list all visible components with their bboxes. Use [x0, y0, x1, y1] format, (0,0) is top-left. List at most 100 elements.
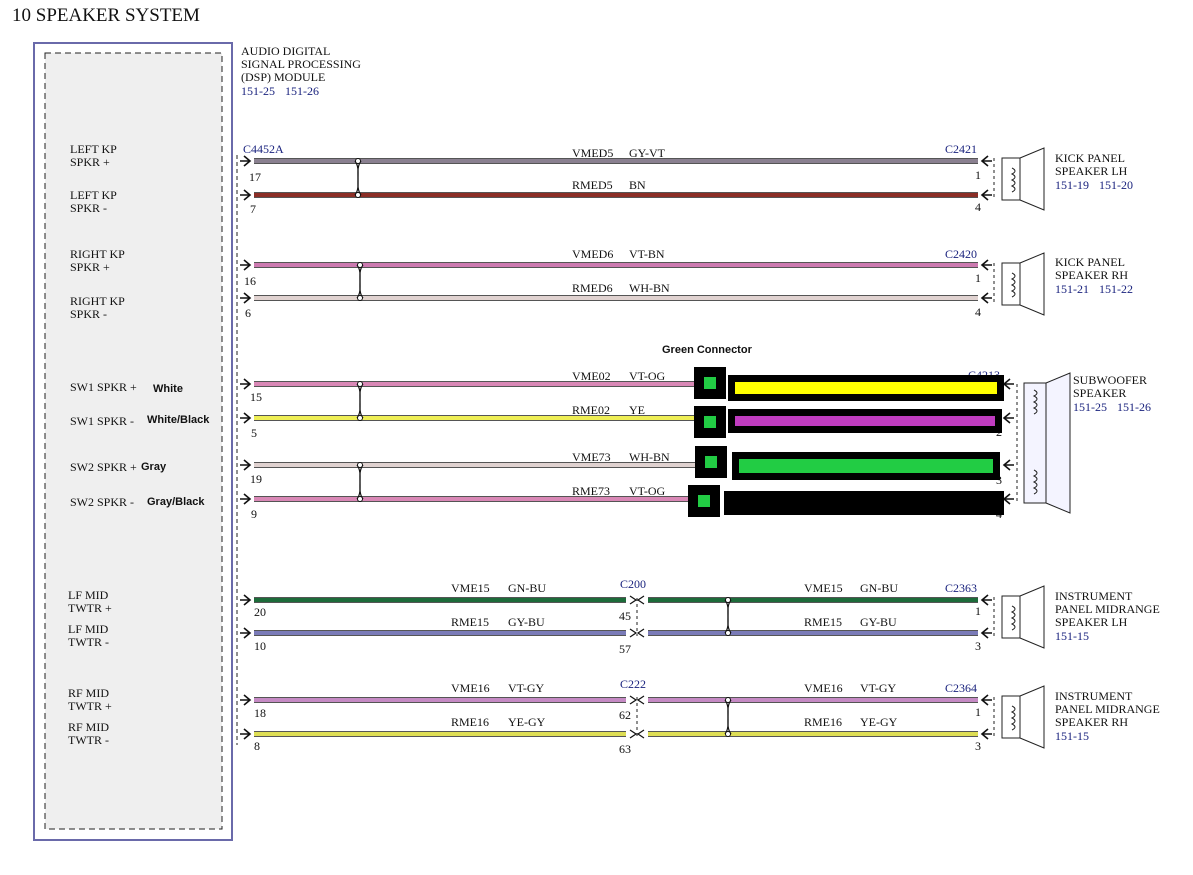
pin-label: LF MID	[68, 588, 109, 602]
speaker-ref: 151-15	[1055, 629, 1089, 643]
connector-id: C200	[620, 577, 646, 591]
circuit-id: VMED6	[572, 247, 613, 261]
speaker-ref: 151-22	[1099, 282, 1133, 296]
speaker-label: SPEAKER RH	[1055, 268, 1128, 282]
module-line-1: AUDIO DIGITAL	[241, 44, 330, 58]
inline-arrow	[629, 595, 638, 605]
instrument-panel-midrange-rh-speaker-icon	[1001, 685, 1045, 749]
speaker-connector-lines	[993, 158, 1018, 736]
pin-label: TWTR +	[68, 699, 112, 713]
pin-number: 20	[254, 605, 266, 619]
overlay-bar-frame	[724, 491, 1004, 515]
inline-arrow	[636, 628, 645, 638]
far-pin-number: 1	[975, 604, 981, 618]
far-pin-number: 1	[975, 168, 981, 182]
wire-color-code: YE	[629, 403, 645, 417]
pin-label: LEFT KP	[70, 142, 117, 156]
overlay-bar-fill	[735, 382, 997, 394]
green-pin-square	[698, 495, 710, 507]
pin-label: SW2 SPKR +	[70, 460, 137, 474]
twisted-pair-mark	[724, 599, 732, 634]
wire-color-code: VT-GY	[860, 681, 897, 695]
speaker-arrow	[980, 594, 992, 606]
pin-label: RF MID	[68, 686, 109, 700]
wire-color-code: GY-BU	[508, 615, 545, 629]
connector-id: C2420	[945, 247, 977, 261]
wire-color-code: VT-GY	[508, 681, 545, 695]
speaker-arrow	[980, 627, 992, 639]
circuit-id: VMED5	[572, 146, 613, 160]
pin-arrow	[240, 412, 252, 424]
wire-color-code: VT-BN	[629, 247, 665, 261]
twisted-pair-mark-dot	[357, 381, 363, 387]
kick-panel-rh-speaker-icon	[1001, 252, 1045, 316]
speaker-label: SUBWOOFER	[1073, 373, 1147, 387]
twisted-pair-mark-dot	[355, 192, 361, 198]
overlay-bar-fill	[739, 459, 993, 473]
speaker-label: SPEAKER LH	[1055, 164, 1128, 178]
far-pin-number: 4	[975, 200, 981, 214]
overlay-bar-fill	[735, 416, 995, 426]
green-pin-square	[704, 377, 716, 389]
pin-arrow	[240, 378, 252, 390]
pin-label: TWTR +	[68, 601, 112, 615]
speaker-arrow	[980, 694, 992, 706]
pin-label: LEFT KP	[70, 188, 117, 202]
wire-color-code: YE-GY	[860, 715, 898, 729]
speaker-label: SPEAKER LH	[1055, 615, 1128, 629]
pin-label: RF MID	[68, 720, 109, 734]
wire-color-code: GY-VT	[629, 146, 666, 160]
kick-panel-lh-speaker-icon	[1001, 147, 1045, 211]
pin-label: RIGHT KP	[70, 294, 125, 308]
speaker-arrow	[980, 155, 992, 167]
speaker-ref: 151-25	[1073, 400, 1107, 414]
far-pin-number: 4	[975, 305, 981, 319]
pin-note: Gray	[141, 461, 167, 473]
speaker-arrow	[980, 259, 992, 271]
wire-color-code: GN-BU	[860, 581, 898, 595]
far-pin-number: 3	[975, 739, 981, 753]
dsp-module-inner	[44, 52, 223, 830]
pin-number: 9	[251, 507, 257, 521]
speaker-arrow	[1002, 378, 1014, 390]
pin-number: 16	[244, 274, 256, 288]
module-ref-1: 151-25	[241, 84, 275, 98]
pin-label: TWTR -	[68, 635, 109, 649]
wire-color-code: GN-BU	[508, 581, 546, 595]
inline-arrow	[636, 729, 645, 739]
pin-arrow	[240, 728, 252, 740]
speaker-ref: 151-20	[1099, 178, 1133, 192]
mid-pin-number: 63	[619, 742, 631, 756]
circuit-id: VME16	[451, 681, 490, 695]
pin-number: 8	[254, 739, 260, 753]
circuit-id: VME02	[572, 369, 611, 383]
speaker-ref: 151-15	[1055, 729, 1089, 743]
inline-arrow	[629, 729, 638, 739]
pin-label: SPKR +	[70, 155, 110, 169]
subwoofer-speaker-icon	[1023, 372, 1071, 514]
pin-label: SW1 SPKR +	[70, 380, 137, 394]
wire-color-code: WH-BN	[629, 450, 670, 464]
module-line-3: (DSP) MODULE	[241, 70, 325, 84]
wire-color-code: VT-OG	[629, 484, 666, 498]
green-connector-overlay: Green Connector	[662, 344, 1004, 517]
circuit-id: RME02	[572, 403, 610, 417]
pin-arrow	[240, 493, 252, 505]
speaker-labels: KICK PANEL SPEAKER LH 151-19 151-20 KICK…	[1055, 151, 1160, 743]
pin-arrow	[240, 292, 252, 304]
inline-connectors: C200 C222	[620, 577, 646, 736]
green-connector-label: Green Connector	[662, 344, 753, 356]
speaker-label: INSTRUMENT	[1055, 589, 1133, 603]
twisted-pair-mark-dot	[357, 262, 363, 268]
pin-note: White/Black	[147, 414, 210, 426]
pin-arrow	[240, 594, 252, 606]
circuit-id: RME15	[451, 615, 489, 629]
speaker-arrow	[1002, 412, 1014, 424]
twisted-pair-mark	[354, 160, 362, 196]
pin-label: SPKR +	[70, 260, 110, 274]
wire-color-code: YE-GY	[508, 715, 546, 729]
pin-arrow	[240, 459, 252, 471]
speaker-ref: 151-21	[1055, 282, 1089, 296]
inline-arrow	[629, 695, 638, 705]
pin-arrow	[240, 627, 252, 639]
